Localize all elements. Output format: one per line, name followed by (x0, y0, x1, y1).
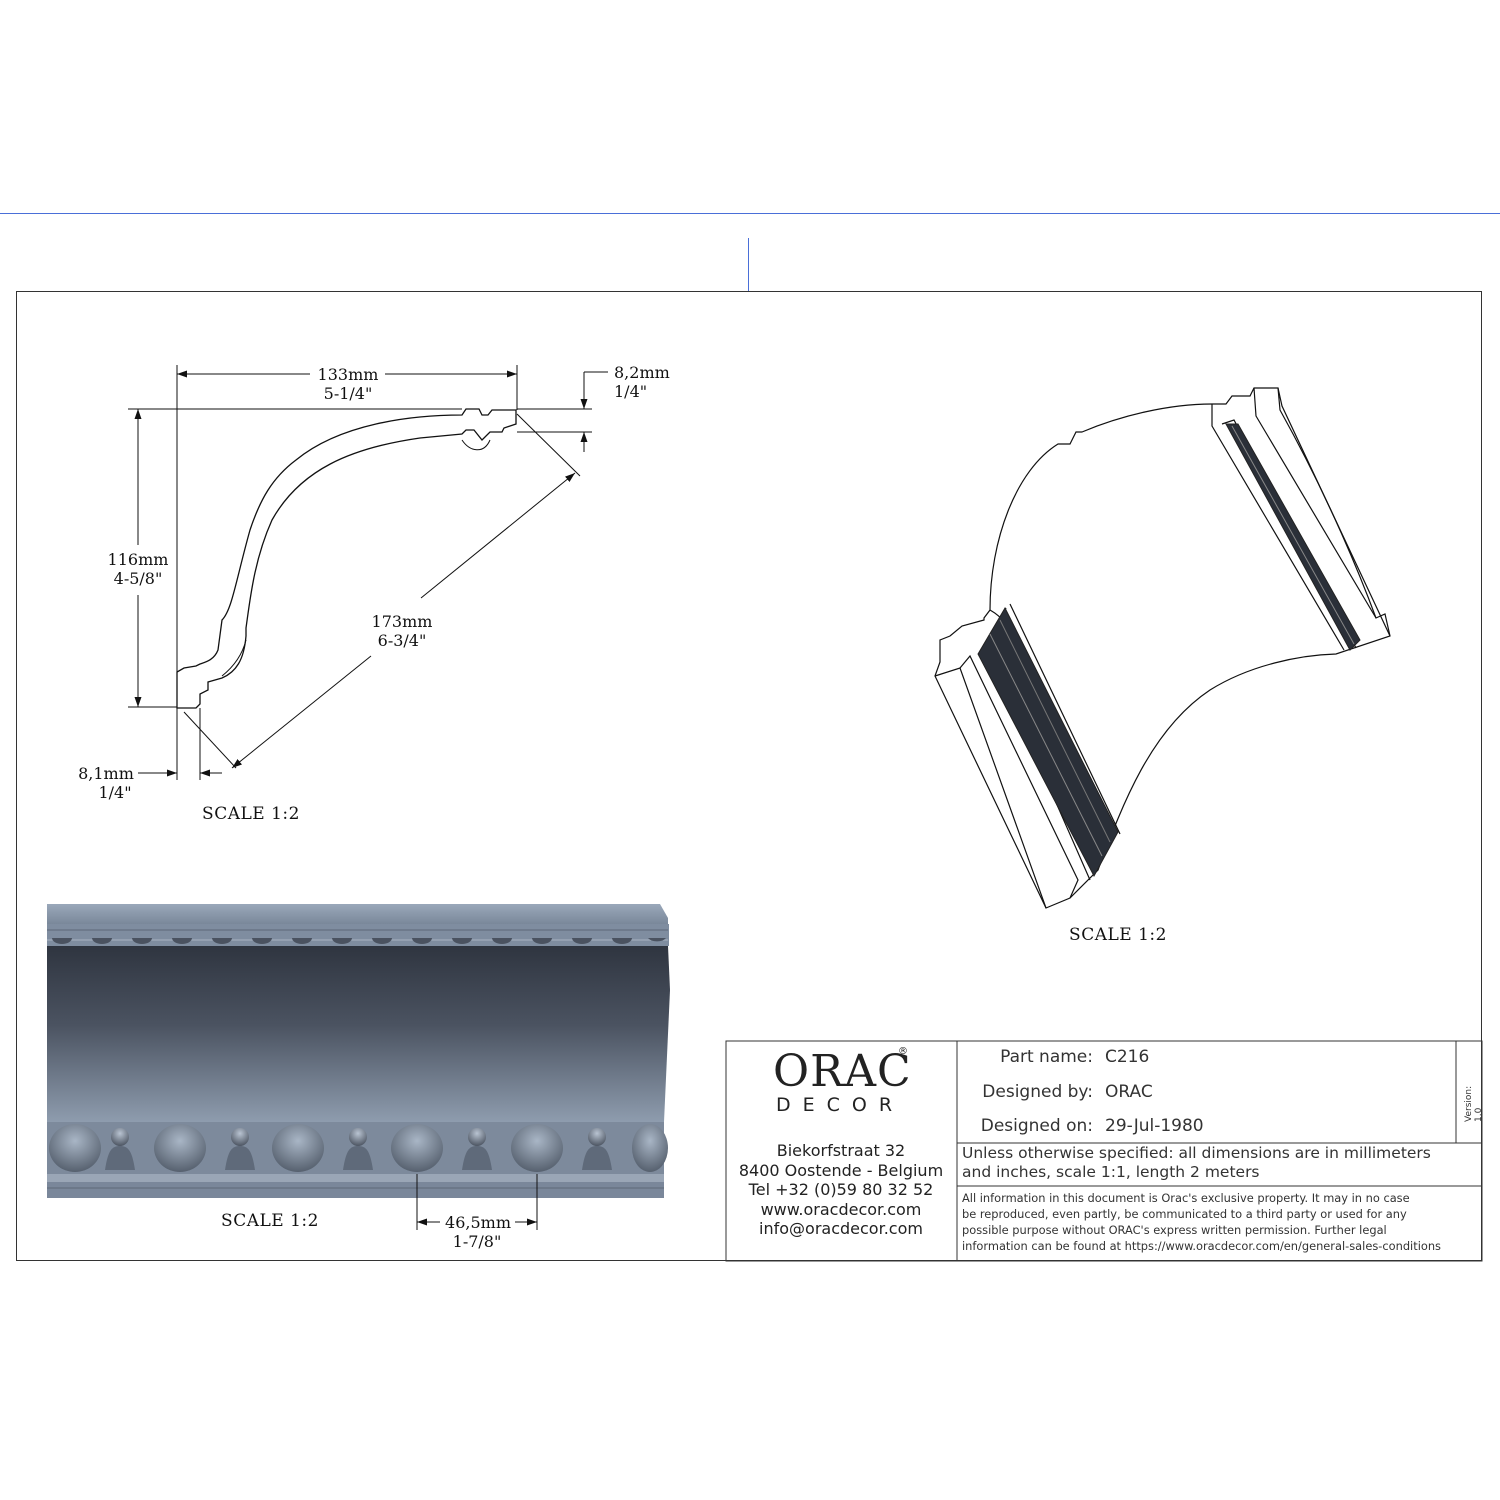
pitch-mm-label: 46,5mm (445, 1213, 511, 1232)
designed-on-value: 29-Jul-1980 (1105, 1116, 1204, 1136)
title-block-grid (725, 1040, 1483, 1262)
designed-by-value: ORAC (1105, 1082, 1153, 1102)
top-guide-line (0, 213, 1500, 214)
company-address: Biekorfstraat 32 8400 Oostende - Belgium… (726, 1141, 956, 1239)
profile-section (128, 365, 608, 780)
legal-line: information can be found at https://www.… (962, 1239, 1441, 1253)
rendered-view (47, 904, 670, 1198)
part-name-label: Part name: (1000, 1047, 1093, 1067)
units-note-line: Unless otherwise specified: all dimensio… (962, 1144, 1431, 1162)
pitch-in-label: 1-7/8" (453, 1232, 502, 1251)
diagonal-in-label: 6-3/4" (378, 631, 427, 650)
width-in-label: 5-1/4" (324, 384, 373, 403)
registered-mark: ® (898, 1046, 908, 1057)
bead-row (52, 938, 666, 944)
profile-outline (176, 408, 517, 709)
iso-scale-label: SCALE 1:2 (1069, 925, 1167, 945)
designed-by-label: Designed by: (982, 1082, 1093, 1102)
center-guide-line (748, 238, 749, 291)
height-mm-label: 116mm (108, 550, 169, 569)
legal-line: possible purpose without ORAC's express … (962, 1223, 1387, 1237)
bottom-lip-mm-label: 8,1mm (78, 764, 134, 783)
profile-inner-detail (461, 439, 491, 451)
address-line: Biekorfstraat 32 (776, 1141, 906, 1160)
top-lip-in-label: 1/4" (614, 382, 647, 401)
profile-scale-label: SCALE 1:2 (202, 804, 300, 824)
address-line: www.oracdecor.com (760, 1199, 922, 1219)
units-note: Unless otherwise specified: all dimensio… (962, 1144, 1431, 1182)
part-name-value: C216 (1105, 1047, 1150, 1067)
bottom-lip-in-label: 1/4" (98, 783, 131, 802)
render-pitch-dimension (416, 1174, 538, 1230)
address-line: 8400 Oostende - Belgium (738, 1160, 944, 1180)
top-lip-mm-label: 8,2mm (614, 363, 670, 382)
height-in-label: 4-5/8" (114, 569, 163, 588)
legal-line: be reproduced, even partly, be communica… (962, 1207, 1407, 1221)
width-mm-label: 133mm (318, 365, 379, 384)
legal-line: All information in this document is Orac… (962, 1191, 1410, 1205)
legal-notice: All information in this document is Orac… (962, 1190, 1441, 1254)
render-scale-label: SCALE 1:2 (221, 1211, 319, 1231)
company-logo-sub: DECOR (776, 1094, 905, 1116)
iso-egg-dart-band-right (1225, 423, 1361, 651)
profile-inner-detail-2 (221, 639, 247, 677)
egg-dart-row (49, 1124, 668, 1172)
units-note-line: and inches, scale 1:1, length 2 meters (962, 1163, 1260, 1181)
designed-on-label: Designed on: (980, 1116, 1093, 1136)
version-label: Version: 1.0 (1464, 1085, 1484, 1122)
diagonal-mm-label: 173mm (372, 612, 433, 631)
address-line: Tel +32 (0)59 80 32 52 (748, 1180, 934, 1199)
address-line: info@oracdecor.com (759, 1219, 923, 1238)
iso-egg-dart-band-left (977, 606, 1119, 878)
company-logo: ORAC (773, 1046, 912, 1097)
